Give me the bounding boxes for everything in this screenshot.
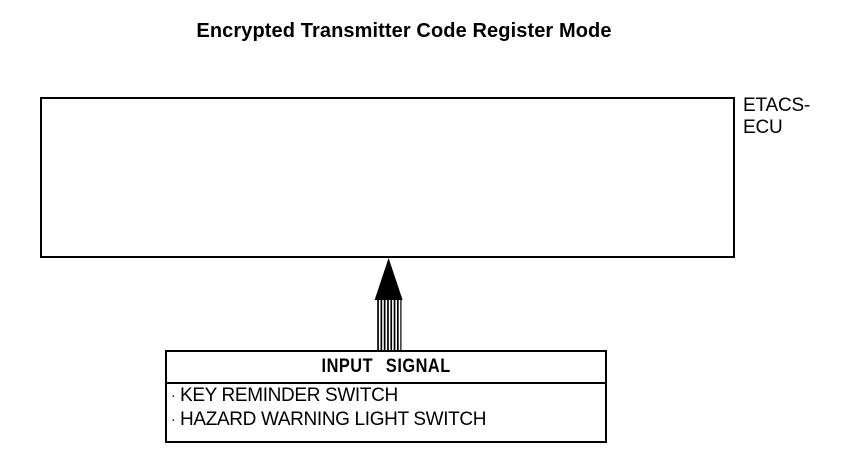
list-item: · HAZARD WARNING LIGHT SWITCH bbox=[171, 408, 605, 432]
up-arrow-striped-icon bbox=[370, 256, 408, 352]
input-signal-box: INPUT SIGNAL · KEY REMINDER SWITCH · HAZ… bbox=[165, 350, 607, 443]
list-item-label: KEY REMINDER SWITCH bbox=[180, 385, 398, 406]
etacs-ecu-label-line2: ECU bbox=[743, 117, 783, 138]
page-title: Encrypted Transmitter Code Register Mode bbox=[196, 20, 612, 42]
list-item-label: HAZARD WARNING LIGHT SWITCH bbox=[180, 409, 487, 430]
etacs-ecu-box bbox=[40, 97, 735, 258]
input-signal-header-label: INPUT SIGNAL bbox=[321, 356, 451, 377]
etacs-ecu-label-line1: ETACS- bbox=[743, 95, 811, 116]
input-signal-list: · KEY REMINDER SWITCH · HAZARD WARNING L… bbox=[167, 382, 605, 441]
bullet-icon: · bbox=[171, 411, 176, 427]
etacs-ecu-label: ETACS- ECU bbox=[743, 95, 861, 139]
bullet-icon: · bbox=[171, 387, 176, 403]
input-signal-header: INPUT SIGNAL bbox=[167, 352, 605, 384]
list-item: · KEY REMINDER SWITCH bbox=[171, 384, 605, 408]
